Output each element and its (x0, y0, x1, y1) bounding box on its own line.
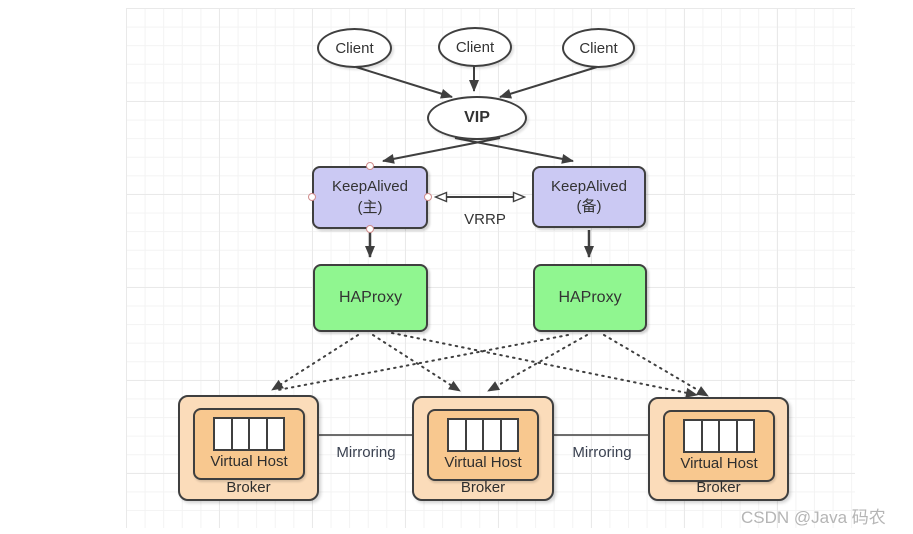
node-vip: VIP (427, 96, 527, 140)
queue-cell (449, 420, 467, 450)
node-broker-2: Virtual Host Broker (412, 396, 554, 501)
vrrp-label: VRRP (464, 211, 506, 228)
broker-1-virtual-host: Virtual Host (193, 408, 305, 480)
keepalived-backup-name: KeepAlived (551, 177, 627, 195)
queue-icon (683, 419, 755, 453)
haproxy-2-label: HAProxy (558, 289, 622, 307)
dotted-haproxy2-to-broker3 (603, 334, 709, 397)
node-haproxy-2: HAProxy (533, 264, 647, 332)
queue-cell (232, 419, 250, 449)
node-haproxy-1: HAProxy (313, 264, 428, 332)
broker-label: Broker (226, 479, 271, 496)
queue-icon (213, 417, 285, 451)
keepalived-backup-role: (备) (576, 198, 602, 215)
queue-cell (484, 420, 502, 450)
client-1-label: Client (335, 39, 374, 57)
node-keepalived-backup: KeepAlived (备) (532, 166, 646, 228)
keepalived-master-role: (主) (357, 198, 383, 216)
queue-cell (250, 419, 268, 449)
mirroring-label-2: Mirroring (572, 444, 632, 461)
arrow-vip-to-keepalived-master (382, 137, 501, 164)
dotted-haproxy2-to-broker1 (277, 334, 569, 391)
node-client-2: Client (438, 27, 512, 67)
broker-2-virtual-host: Virtual Host (427, 409, 539, 481)
queue-cell (215, 419, 233, 449)
queue-cell (685, 421, 703, 451)
virtual-host-label: Virtual Host (444, 454, 522, 471)
keepalived-master-name: KeepAlived (332, 178, 408, 196)
queue-cell (720, 421, 738, 451)
client-3-label: Client (579, 39, 618, 57)
connection-point-right[interactable] (424, 193, 432, 201)
queue-cell (737, 421, 753, 451)
queue-cell (466, 420, 484, 450)
dotted-haproxy1-to-broker2 (372, 334, 461, 392)
connection-point-bottom[interactable] (366, 225, 374, 233)
haproxy-1-label: HAProxy (338, 289, 403, 307)
csdn-watermark: CSDN @Java 码农 (741, 508, 886, 527)
broker-label: Broker (696, 479, 741, 496)
virtual-host-label: Virtual Host (210, 453, 288, 470)
node-client-1: Client (317, 28, 392, 68)
node-broker-3: Virtual Host Broker (648, 397, 789, 501)
arrow-vip-to-keepalived-backup (454, 137, 574, 164)
dotted-haproxy1-to-broker1 (271, 334, 359, 391)
dotted-haproxy1-to-broker3 (391, 332, 698, 398)
queue-cell (267, 419, 283, 449)
queue-cell (501, 420, 517, 450)
dotted-haproxy2-to-broker2 (487, 334, 588, 392)
queue-cell (702, 421, 720, 451)
broker-3-virtual-host: Virtual Host (663, 410, 775, 482)
node-client-3: Client (562, 28, 635, 68)
arrow-client-1-to-vip (355, 66, 453, 99)
node-keepalived-master: KeepAlived (主) (312, 166, 428, 229)
vip-label: VIP (464, 109, 490, 126)
connection-point-left[interactable] (308, 193, 316, 201)
mirroring-label-1: Mirroring (336, 444, 396, 461)
node-broker-1: Virtual Host Broker (178, 395, 319, 501)
client-2-label: Client (455, 38, 495, 56)
arrow-client-3-to-vip (499, 66, 598, 99)
queue-icon (447, 418, 519, 452)
broker-label: Broker (460, 479, 506, 496)
virtual-host-label: Virtual Host (680, 455, 758, 472)
connection-point-top[interactable] (366, 162, 374, 170)
